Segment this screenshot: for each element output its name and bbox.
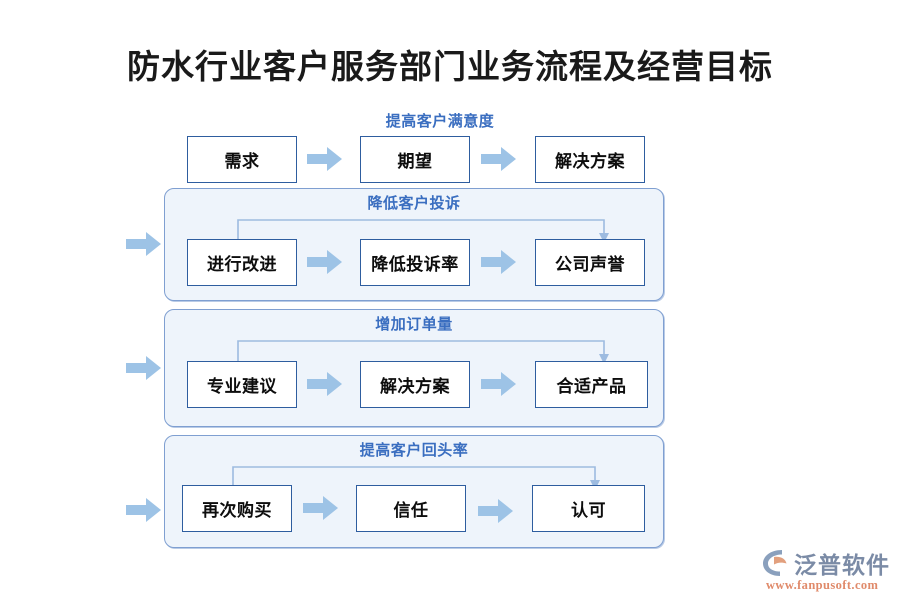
- process-box-trust[interactable]: 信任: [356, 485, 466, 532]
- process-box-suitable-product[interactable]: 合适产品: [535, 361, 648, 408]
- fanpu-logo-icon: [762, 549, 792, 577]
- process-box-solution-2[interactable]: 解决方案: [360, 361, 470, 408]
- entry-arrow-icon: [126, 355, 162, 381]
- logo-website-url: www.fanpusoft.com: [766, 578, 879, 592]
- flow-arrow-icon: [307, 249, 343, 275]
- section-title-satisfaction: 提高客户满意度: [385, 113, 495, 130]
- process-box-recognition[interactable]: 认可: [532, 485, 645, 532]
- company-logo: 泛普软件 www.fanpusoft.com: [762, 548, 892, 594]
- flow-arrow-icon: [478, 498, 514, 524]
- process-box-expectation[interactable]: 期望: [360, 136, 470, 183]
- flow-arrow-icon: [307, 146, 343, 172]
- process-box-complaint-rate[interactable]: 降低投诉率: [360, 239, 470, 286]
- process-box-demand[interactable]: 需求: [187, 136, 297, 183]
- feedback-connector-complaints: [230, 212, 615, 246]
- section-title-repeat-purchase: 提高客户回头率: [359, 442, 469, 459]
- flow-arrow-icon: [303, 495, 339, 521]
- feedback-connector-orders: [230, 333, 615, 367]
- flow-arrow-icon: [481, 371, 517, 397]
- process-box-repurchase[interactable]: 再次购买: [182, 485, 292, 532]
- page-title: 防水行业客户服务部门业务流程及经营目标: [127, 50, 773, 86]
- flow-arrow-icon: [481, 146, 517, 172]
- entry-arrow-icon: [126, 231, 162, 257]
- process-box-improvement[interactable]: 进行改进: [187, 239, 297, 286]
- section-title-complaints: 降低客户投诉: [367, 195, 461, 212]
- process-box-reputation[interactable]: 公司声誉: [535, 239, 645, 286]
- process-box-professional-advice[interactable]: 专业建议: [187, 361, 297, 408]
- entry-arrow-icon: [126, 497, 162, 523]
- logo-company-name: 泛普软件: [794, 553, 890, 578]
- process-box-solution-1[interactable]: 解决方案: [535, 136, 645, 183]
- flow-arrow-icon: [307, 371, 343, 397]
- section-title-orders: 增加订单量: [375, 316, 453, 333]
- flow-arrow-icon: [481, 249, 517, 275]
